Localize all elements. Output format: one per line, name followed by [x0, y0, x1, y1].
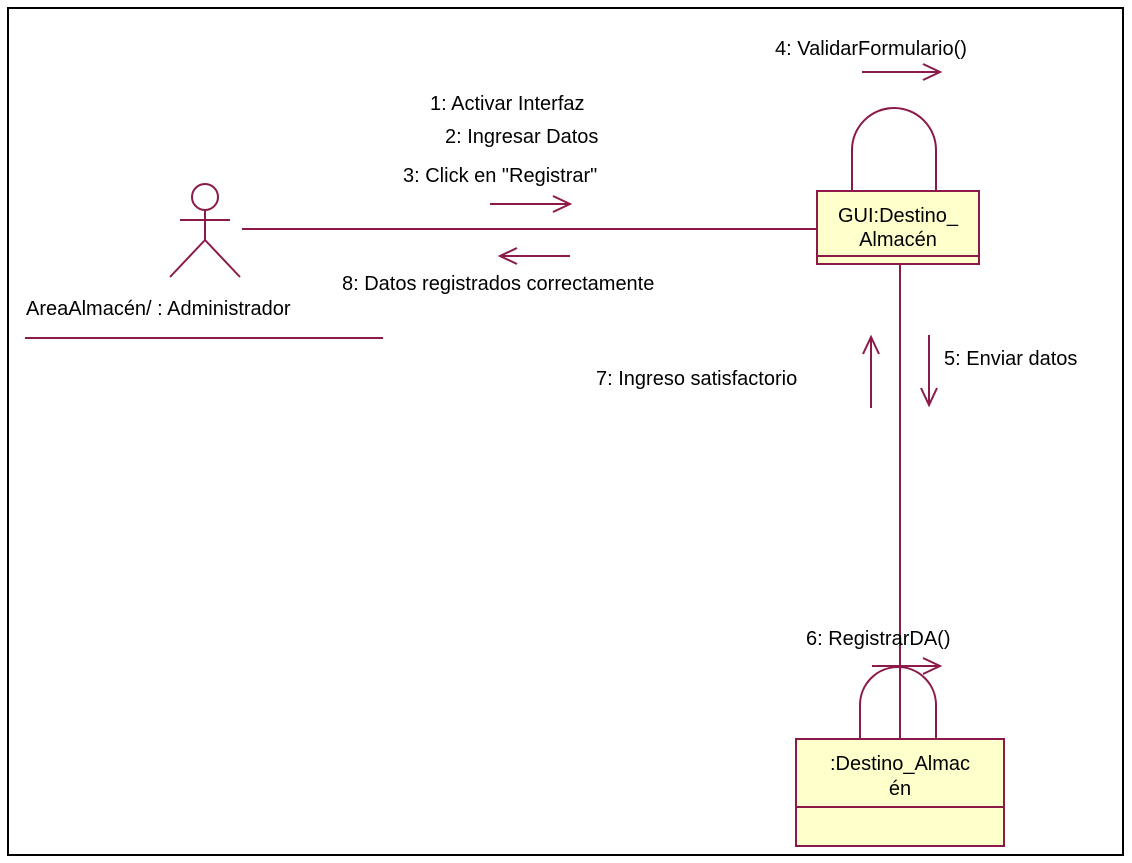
entity-object-name-line1: :Destino_Almac: [829, 753, 971, 775]
gui-self-link: [851, 107, 937, 190]
entity-object-separator: [797, 806, 1003, 808]
actor-figure: [169, 183, 241, 278]
message-7: 7: Ingreso satisfactorio: [596, 368, 798, 390]
arrow-5: [920, 335, 938, 408]
gui-object-name-line2: Almacén: [859, 229, 937, 251]
gui-object-separator: [818, 255, 978, 257]
message-1: 1: Activar Interfaz: [430, 93, 585, 115]
gui-object-box: GUI:Destino_ Almacén: [816, 190, 980, 265]
message-8: 8: Datos registrados correctamente: [342, 273, 655, 295]
gui-object-name-line1: GUI:Destino_: [837, 205, 959, 227]
message-2: 2: Ingresar Datos: [445, 126, 599, 148]
message-5: 5: Enviar datos: [944, 348, 1078, 370]
entity-object-name-line2: én: [888, 778, 912, 800]
message-6: 6: RegistrarDA(): [806, 628, 951, 650]
arrow-4: [862, 63, 943, 81]
actor-name: AreaAlmacén/ : Administrador: [26, 298, 291, 320]
entity-self-link: [859, 666, 937, 738]
entity-object-box: :Destino_Almac én: [795, 738, 1005, 847]
message-3: 3: Click en "Registrar": [403, 165, 598, 187]
arrow-1-3: [490, 195, 573, 213]
arrow-7: [862, 334, 880, 408]
message-4: 4: ValidarFormulario(): [775, 38, 967, 60]
diagram-frame: [7, 7, 1124, 856]
arrow-6: [872, 657, 943, 675]
arrow-8: [497, 247, 570, 265]
